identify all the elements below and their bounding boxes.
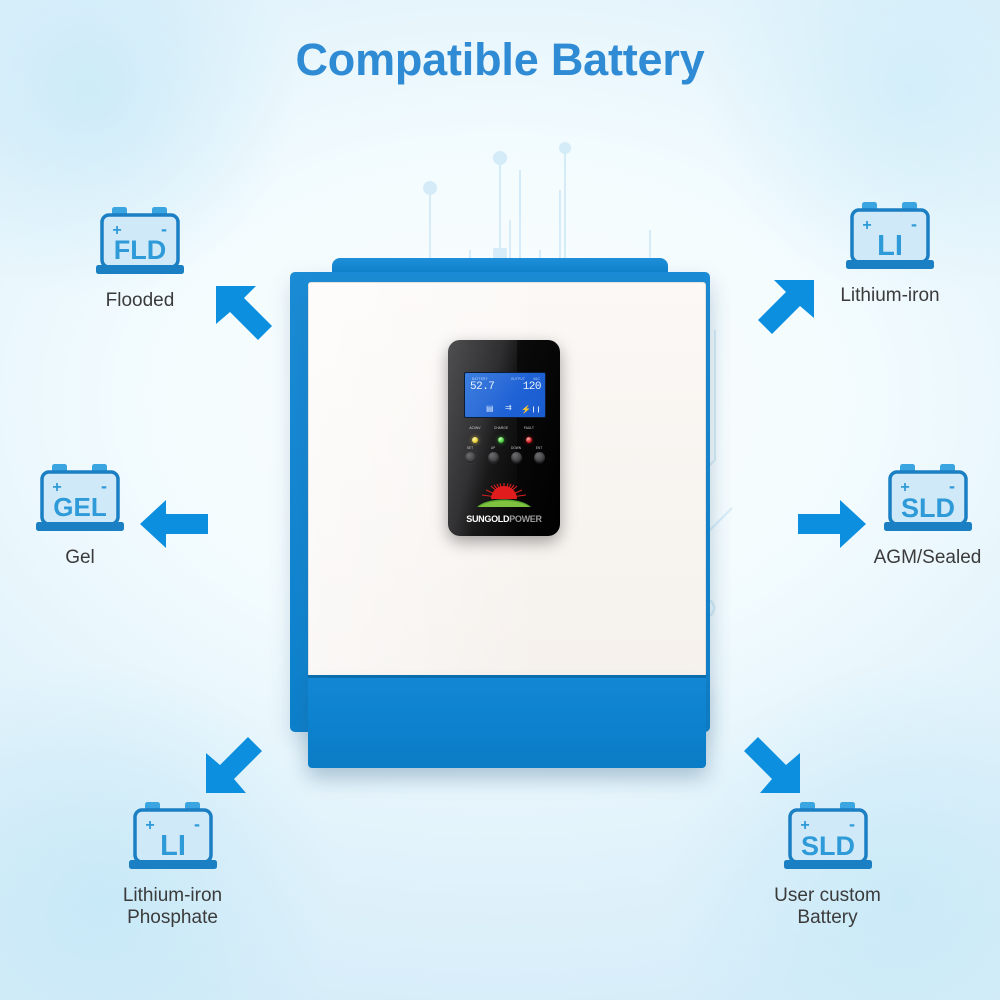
lcd-display: BATTERY OUTPUT VAC 52.7 120 ▤ ⇉ ⚡ ❙❙ <box>464 372 546 418</box>
battery-minus-sign: - <box>911 214 917 234</box>
up-button[interactable]: UP <box>483 446 503 468</box>
lcd-battery-icon: ▤ <box>486 404 494 413</box>
battery-plus-sign: + <box>112 222 121 239</box>
battery-plus-sign: + <box>900 479 909 496</box>
battery-minus-sign: - <box>101 476 107 496</box>
battery-code-label: FLD <box>114 235 166 265</box>
battery-code-label: LI <box>160 830 186 862</box>
led-label-fault: FAULT <box>523 426 535 430</box>
battery-node-agm-sealed: + - SLD AGM/Sealed <box>855 462 1000 569</box>
battery-icon-li: + - LI <box>846 202 934 269</box>
set-button[interactable]: SET <box>460 446 480 468</box>
battery-code-label: GEL <box>53 492 107 522</box>
brand-name-primary: SUNGOLD <box>466 514 510 524</box>
enter-button-label: ENT <box>535 446 543 450</box>
battery-icon-gel: + - GEL <box>36 464 124 531</box>
led-indicator-fault: FAULT <box>516 426 542 448</box>
battery-code-label: SLD <box>801 831 855 861</box>
lcd-right-unit-label: VAC <box>533 377 540 381</box>
lcd-output-voltage: 120 <box>522 381 542 393</box>
inverter-bottom-band <box>308 678 706 768</box>
down-button-cap[interactable] <box>510 452 522 463</box>
battery-plus-sign: + <box>800 817 809 834</box>
brand-logo: SUNGOLDPOWER <box>458 482 550 524</box>
arrow-to-agm-sealed <box>798 500 866 548</box>
enter-button-cap[interactable] <box>533 452 545 463</box>
down-button-label: DOWN <box>510 446 522 450</box>
page-title: Compatible Battery <box>295 34 705 85</box>
inverter-bottom-edge <box>308 675 706 678</box>
battery-node-flooded: + - FLD Flooded <box>60 205 220 312</box>
lcd-left-label: BATTERY <box>472 377 488 381</box>
battery-minus-sign: - <box>849 814 855 834</box>
down-button[interactable]: DOWN <box>506 446 526 468</box>
brand-name: SUNGOLDPOWER <box>458 514 550 524</box>
battery-code-label: SLD <box>901 493 955 523</box>
battery-node-lithium-iron: + - LI Lithium-iron <box>790 200 990 307</box>
inverter-control-panel[interactable]: BATTERY OUTPUT VAC 52.7 120 ▤ ⇉ ⚡ ❙❙ AC/… <box>448 340 560 536</box>
battery-plus-sign: + <box>52 479 61 496</box>
led-lamp-charge <box>498 437 504 443</box>
arrow-to-user-custom <box>744 737 800 793</box>
led-label-ac-inv: AC/INV <box>469 426 481 430</box>
lcd-battery-voltage: 52.7 <box>470 381 495 393</box>
battery-plus-sign: + <box>862 217 871 234</box>
sunrise-logo-icon <box>477 483 531 507</box>
arrow-to-gel <box>140 500 208 548</box>
arrow-to-lithium-iron <box>758 280 814 334</box>
battery-label-agm-sealed: AGM/Sealed <box>873 547 982 568</box>
battery-node-gel: + - GEL Gel <box>10 462 150 569</box>
battery-label-lithium-iron: Lithium-iron <box>840 285 940 306</box>
battery-minus-sign: - <box>949 476 955 496</box>
lcd-load-icon: ⚡ <box>521 405 531 414</box>
up-button-label: UP <box>490 446 496 450</box>
set-button-label: SET <box>466 446 474 450</box>
battery-icon-fld: + - FLD <box>96 207 184 274</box>
lcd-flow-icon: ⇉ <box>505 403 512 412</box>
up-button-cap[interactable] <box>487 452 499 463</box>
battery-code-label: LI <box>877 230 903 262</box>
lcd-load-bars-icon: ❙❙ <box>530 407 541 413</box>
battery-label-flooded: Flooded <box>105 290 175 311</box>
enter-button[interactable]: ENT <box>529 446 549 468</box>
battery-icon-li-phosphate: + - LI <box>128 802 217 869</box>
battery-label-gel: Gel <box>65 547 95 568</box>
led-lamp-fault <box>526 437 532 443</box>
battery-minus-sign: - <box>194 814 200 834</box>
battery-plus-sign: + <box>145 817 154 834</box>
lcd-right-label: OUTPUT <box>510 377 525 381</box>
battery-icon-sld: + - SLD <box>883 464 972 531</box>
brand-name-secondary: POWER <box>509 514 542 524</box>
led-indicator-charge: CHARGE <box>488 426 514 448</box>
led-label-charge: CHARGE <box>493 426 509 430</box>
led-indicator-ac-inv: AC/INV <box>462 426 488 448</box>
led-lamp-ac-inv <box>472 437 478 443</box>
arrow-to-flooded <box>216 286 272 340</box>
led-indicator-row: AC/INV CHARGE FAULT <box>464 426 546 443</box>
control-button-row: SET UP DOWN ENT <box>460 446 550 466</box>
battery-icon-sld-custom: + - SLD <box>783 802 872 869</box>
arrow-to-lifepo4 <box>206 737 262 793</box>
battery-minus-sign: - <box>161 219 167 239</box>
set-button-cap[interactable] <box>464 452 476 463</box>
